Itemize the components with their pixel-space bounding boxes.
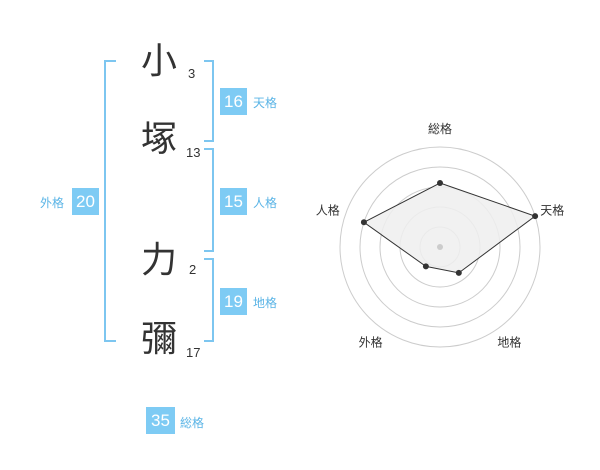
- radar-axis-label-3: 外格: [359, 335, 383, 350]
- name-char-3: 力: [141, 240, 178, 281]
- radar-data-polygon: [362, 182, 537, 274]
- radar-grid-ring: [339, 146, 541, 348]
- radar-data-points: [360, 180, 539, 276]
- radar-grid-ring: [359, 166, 521, 328]
- radar-point-3: [422, 263, 429, 270]
- tenkaku-label: 天格: [253, 96, 278, 110]
- radar-axis-label-2: 地格: [497, 335, 521, 350]
- tenkaku-value: 16: [220, 88, 247, 115]
- tenkaku-bracket: [204, 60, 214, 142]
- chikaku-value: 19: [220, 288, 247, 315]
- chikaku-label: 地格: [253, 296, 278, 310]
- stroke-count-1: 3: [188, 66, 196, 81]
- radar-center-point: [437, 244, 443, 250]
- name-char-4: 彌: [141, 319, 178, 360]
- stroke-count-4: 17: [186, 345, 201, 360]
- radar-point-0: [437, 180, 443, 186]
- soukaku-label: 総格: [180, 416, 205, 430]
- jinkaku-bracket: [204, 148, 214, 252]
- jinkaku-value: 15: [220, 188, 247, 215]
- radar-axis-label-4: 人格: [316, 203, 340, 218]
- stroke-count-3: 2: [189, 262, 197, 277]
- radar-point-2: [455, 269, 462, 276]
- radar-point-4: [360, 219, 367, 226]
- chikaku-bracket: [204, 258, 214, 342]
- stroke-count-2: 13: [186, 145, 201, 160]
- soukaku-value: 35: [146, 407, 175, 434]
- name-char-1: 小: [141, 41, 178, 82]
- gaikaku-value: 20: [72, 188, 99, 215]
- radar-point-1: [532, 213, 539, 220]
- name-char-2: 塚: [141, 119, 178, 160]
- jinkaku-label: 人格: [253, 196, 278, 210]
- gaikaku-bracket: [104, 60, 116, 342]
- radar-axis-label-0: 総格: [428, 121, 452, 136]
- radar-axis-label-1: 天格: [540, 203, 564, 218]
- gaikaku-label: 外格: [40, 196, 65, 210]
